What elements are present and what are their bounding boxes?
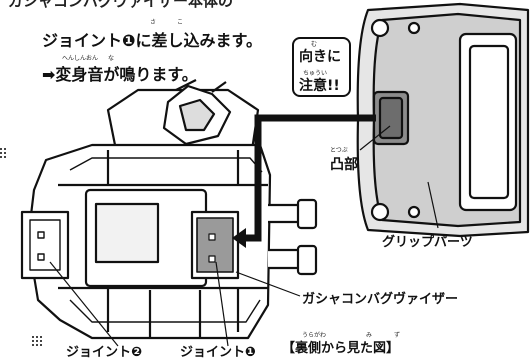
bugvisor-body bbox=[20, 79, 318, 340]
edge-marks bbox=[0, 148, 42, 346]
arrow-right-icon: ➡ bbox=[42, 65, 56, 84]
joint-2-label: ジョイント❷ bbox=[66, 345, 143, 360]
grip-parts-label: グリップパーツ bbox=[382, 235, 473, 250]
furigana-na: な bbox=[108, 55, 115, 62]
protrusion-label: 凸部 bbox=[330, 157, 358, 173]
furigana-sa: さ bbox=[150, 19, 157, 26]
grip-parts bbox=[356, 2, 530, 238]
furigana-mu: む bbox=[311, 41, 318, 48]
furigana-ko: こ bbox=[177, 19, 184, 26]
back-view-caption: 【裏側から見た図】 bbox=[282, 341, 400, 356]
furigana-chuui: ちゅうい bbox=[303, 70, 328, 77]
instruction-line-3: ➡変身音が鳴ります。 bbox=[42, 67, 198, 83]
insert-arrow bbox=[240, 114, 376, 242]
instruction-line-2: ジョイント❶に差し込みます。 bbox=[42, 31, 262, 50]
furigana-totsubu: とつぶ bbox=[330, 147, 348, 154]
furigana-zu: ず bbox=[394, 332, 401, 339]
bugvisor-label: ガシャコンバグヴァイザー bbox=[302, 292, 459, 307]
instruction-line-3-text: 変身音が鳴ります。 bbox=[55, 65, 198, 84]
furigana-mi: み bbox=[366, 332, 373, 339]
arrow-head-icon bbox=[232, 228, 246, 248]
leader-lines bbox=[49, 125, 439, 347]
callout-line-2: 注意!! bbox=[299, 78, 340, 94]
furigana-henshinon: へんしんおん bbox=[62, 55, 99, 62]
callout-line-1: 向きに bbox=[299, 49, 341, 65]
instruction-line-1: ガシャコンバグヴァイザー本体の bbox=[8, 0, 234, 10]
joint-1-label: ジョイント❶ bbox=[180, 345, 257, 360]
caution-callout bbox=[292, 37, 351, 97]
furigana-uragawa: うらがわ bbox=[302, 332, 327, 339]
